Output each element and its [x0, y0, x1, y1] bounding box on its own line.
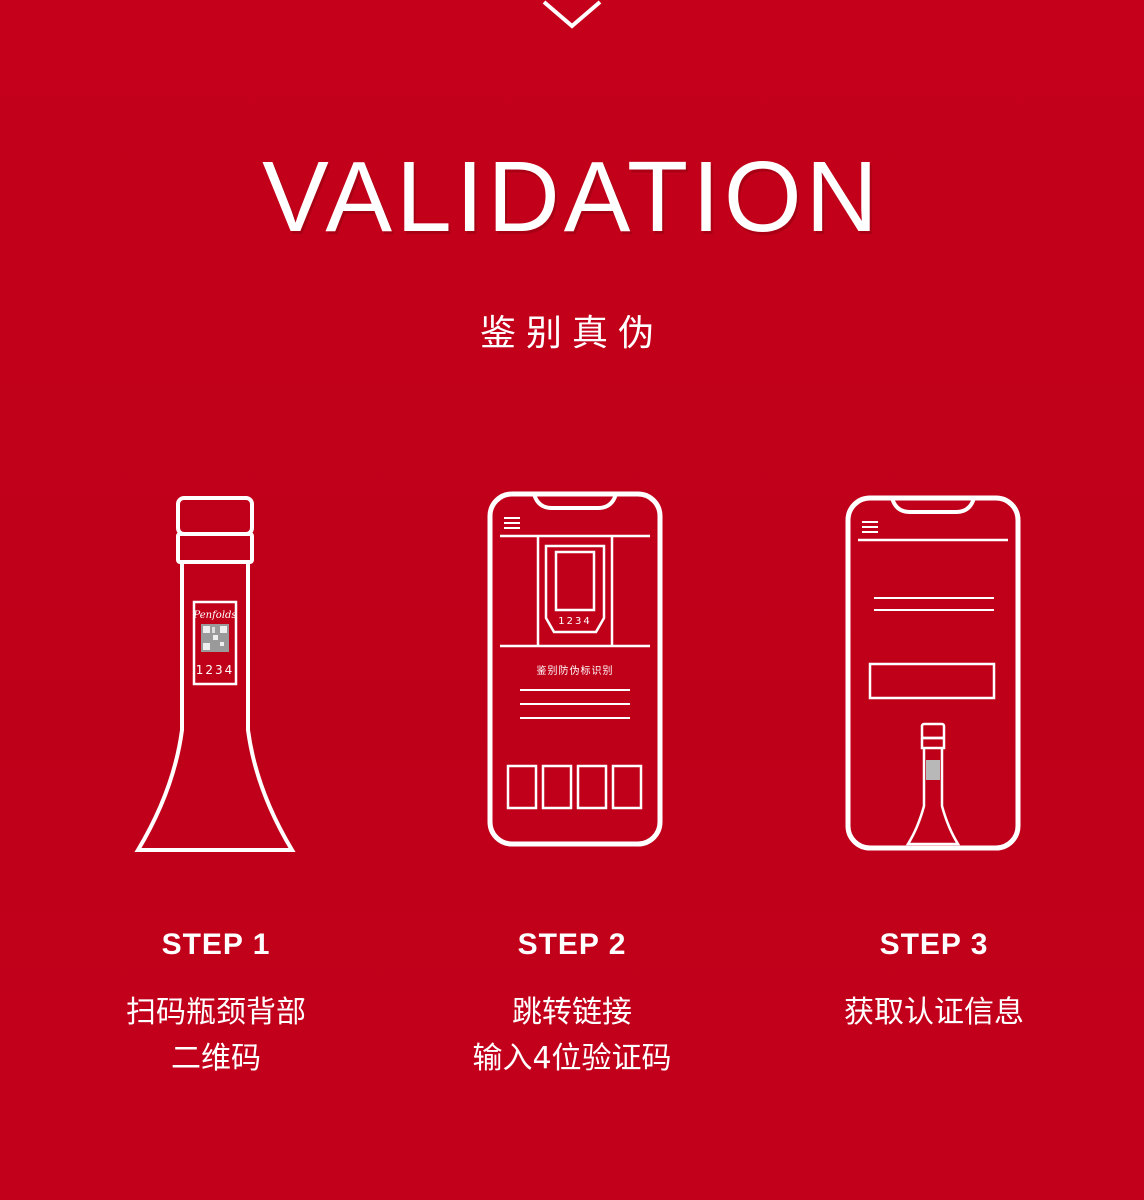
step-2-description: 跳转链接 输入4位验证码: [392, 990, 752, 1082]
screen-caption: 鉴别防伪标识别: [537, 664, 614, 677]
step-2-desc-line: 跳转链接: [512, 995, 632, 1030]
phone-verify-icon: 1234 鉴别防伪标识别: [487, 491, 663, 847]
phone-result-icon: [845, 495, 1021, 851]
step-1-desc-line: 二维码: [171, 1041, 261, 1076]
page-title: VALIDATION: [262, 141, 882, 253]
step-1-label: STEP 1: [161, 928, 271, 961]
bottle-code: 1234: [196, 663, 235, 677]
step-1-desc-line: 扫码瓶颈背部: [126, 995, 306, 1030]
bottle-neck-icon: Penfolds 1234: [134, 496, 296, 852]
brand-mark: Penfolds: [192, 610, 236, 621]
chevron-down-icon: [542, 0, 602, 29]
step-1-description: 扫码瓶颈背部 二维码: [36, 990, 396, 1082]
page-subtitle: 鉴别真伪: [479, 313, 664, 354]
step-2-desc-line: 输入4位验证码: [472, 1041, 672, 1076]
step-3-description: 获取认证信息: [754, 990, 1114, 1036]
step-2-label: STEP 2: [517, 928, 627, 961]
step-3-desc-line: 获取认证信息: [844, 995, 1024, 1030]
qr-code-icon: [201, 624, 229, 652]
qr-code-icon: [926, 760, 940, 780]
screen-code: 1234: [558, 616, 591, 627]
step-3-label: STEP 3: [879, 928, 989, 961]
